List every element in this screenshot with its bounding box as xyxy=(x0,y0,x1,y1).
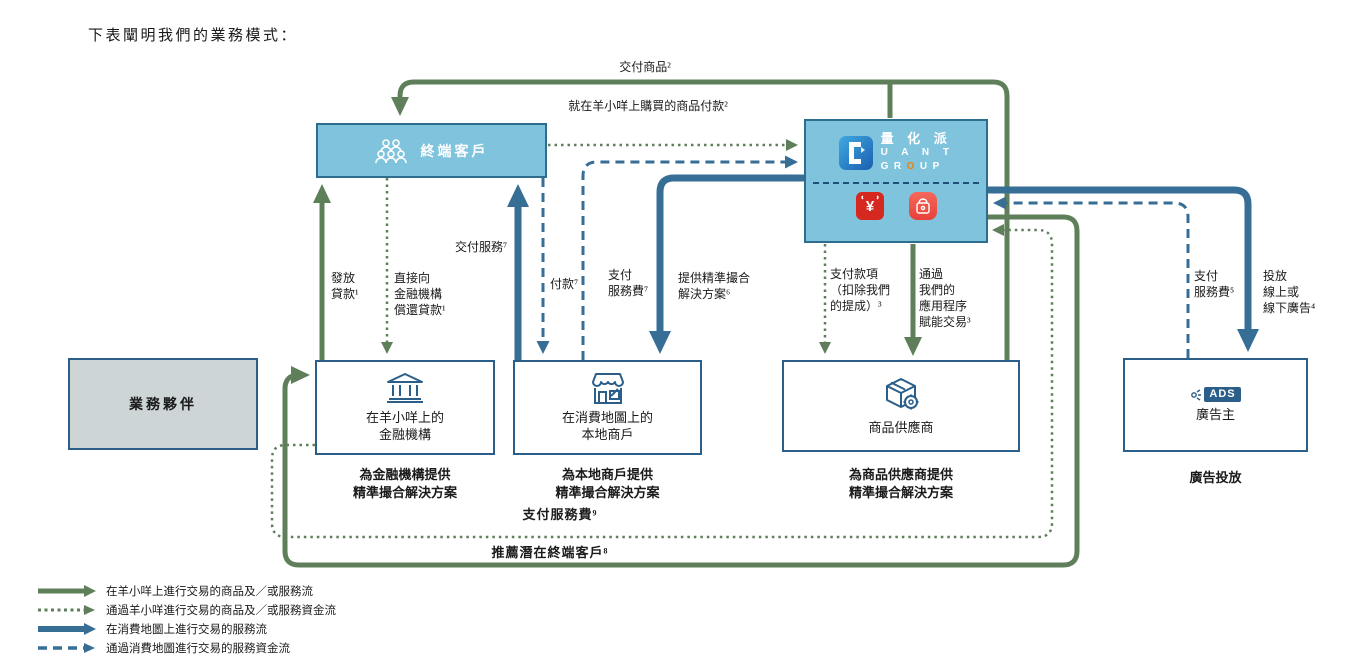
green-dotted-arrow-icon xyxy=(38,604,95,615)
advertisers-box: ADS 廣告主 xyxy=(1123,358,1308,452)
megaphone-icon xyxy=(1191,388,1202,401)
business-partners-box: 業務夥伴 xyxy=(68,358,258,450)
legend-item-goods-service-flow: 在羊小咩上進行交易的商品及／或服務流 xyxy=(36,581,336,600)
flow-pay-service-fee-fi-label: 支付服務費⁹ xyxy=(522,507,598,522)
flow-pay-service-fee-advertisers-line xyxy=(993,196,1190,358)
local-merchants-box: 在消費地圖上的 本地商戶 xyxy=(513,360,702,455)
goods-box-gear-icon xyxy=(886,378,919,410)
quant-group-divider xyxy=(813,182,979,184)
local-merchants-caption: 為本地商戶提供 精準撮合解決方案 xyxy=(555,467,660,500)
bank-icon xyxy=(387,373,423,403)
green-solid-arrow-icon xyxy=(38,584,96,597)
flow-deliver-goods-label: 交付商品² xyxy=(619,60,671,74)
flow-payment-label: 付款⁷ xyxy=(550,277,579,291)
flow-pay-service-fee-advertisers-label: 支付 服務費⁵ xyxy=(1194,269,1235,299)
flow-pay-service-fee-merchants-line xyxy=(581,155,798,360)
advertisers-label: 廣告主 xyxy=(1195,407,1235,422)
consumption-map-app-icon xyxy=(908,192,937,220)
yang-xiao-mie-app-icon: ¥ xyxy=(855,192,884,220)
legend: 在羊小咩上進行交易的商品及／或服務流 通過羊小咩進行交易的商品及／或服務資金流 … xyxy=(36,581,336,657)
flow-pay-service-fee-fi-line xyxy=(270,224,1054,539)
local-merchants-label: 在消費地圖上的 本地商戶 xyxy=(561,410,653,442)
svg-text:¥: ¥ xyxy=(865,198,874,215)
quant-group-brand-en1: U A N T xyxy=(880,147,955,158)
end-customers-label: 終端客戶 xyxy=(420,144,489,160)
flow-refer-customers-line xyxy=(282,214,1080,568)
financial-institutions-box: 在羊小咩上的 金融機構 xyxy=(315,360,495,455)
quant-group-logo: 量 化 派 U A N T GROUP xyxy=(838,131,955,173)
page-title: 下表闡明我們的業務模式： xyxy=(88,28,299,44)
suppliers-caption: 為商品供應商提供 精準撮合解決方案 xyxy=(848,467,953,500)
legend-item-service-fund-flow: 通過消費地圖進行交易的服務資金流 xyxy=(36,638,336,657)
suppliers-box: 商品供應商 xyxy=(782,360,1020,452)
business-partners-label: 業務夥伴 xyxy=(129,398,197,413)
quant-group-box: 量 化 派 U A N T GROUP ¥ xyxy=(804,119,988,243)
flow-enable-transactions-label: 通過 我們的 應用程序 賦能交易³ xyxy=(919,267,971,329)
flow-deliver-services-label: 交付服務⁷ xyxy=(455,240,508,254)
storefront-icon xyxy=(591,373,624,404)
flow-place-ads-label: 投放 線上或 線下廣告⁴ xyxy=(1263,269,1316,315)
flow-deliver-goods-line xyxy=(391,79,1010,360)
flow-matching-solutions-label: 提供精準撮合 解決方案⁶ xyxy=(678,271,751,301)
blue-dashed-arrow-icon xyxy=(38,642,95,653)
quant-group-q-icon xyxy=(838,136,873,170)
flow-matching-solutions-line xyxy=(649,174,804,354)
advertisers-caption: 廣告投放 xyxy=(1189,470,1242,485)
quant-group-brand-cn: 量 化 派 xyxy=(880,131,952,146)
logo-orange-o: O xyxy=(906,161,920,172)
flow-pay-net-amount-label: 支付款項 （扣除我們 的提成）³ xyxy=(830,267,891,313)
legend-item-service-flow: 在消費地圖上進行交易的服務流 xyxy=(36,619,336,638)
financial-institutions-label: 在羊小咩上的 金融機構 xyxy=(365,410,444,442)
financial-institutions-caption: 為金融機構提供 精準撮合解決方案 xyxy=(352,467,457,500)
blue-solid-arrow-icon xyxy=(38,622,96,635)
ads-badge: ADS xyxy=(1204,387,1241,402)
people-group-icon xyxy=(374,138,407,163)
end-customers-box: 終端客戶 xyxy=(316,123,547,178)
legend-item-goods-fund-flow: 通過羊小咩進行交易的商品及／或服務資金流 xyxy=(36,600,336,619)
flow-refer-customers-label: 推薦潛在終端客戶⁸ xyxy=(491,545,609,560)
flow-pay-for-goods-label: 就在羊小咩上購買的商品付款² xyxy=(568,99,728,113)
suppliers-label: 商品供應商 xyxy=(868,420,934,435)
flow-issue-loans-label: 發放 貸款¹ xyxy=(331,271,359,301)
flow-place-ads-line xyxy=(988,186,1259,352)
flow-pay-service-fee-merchants-label: 支付 服務費⁷ xyxy=(608,268,649,298)
flow-repay-loans-label: 直接向 金融機構 償還貸款¹ xyxy=(394,271,446,317)
quant-group-brand-en2: GROUP xyxy=(880,161,945,172)
